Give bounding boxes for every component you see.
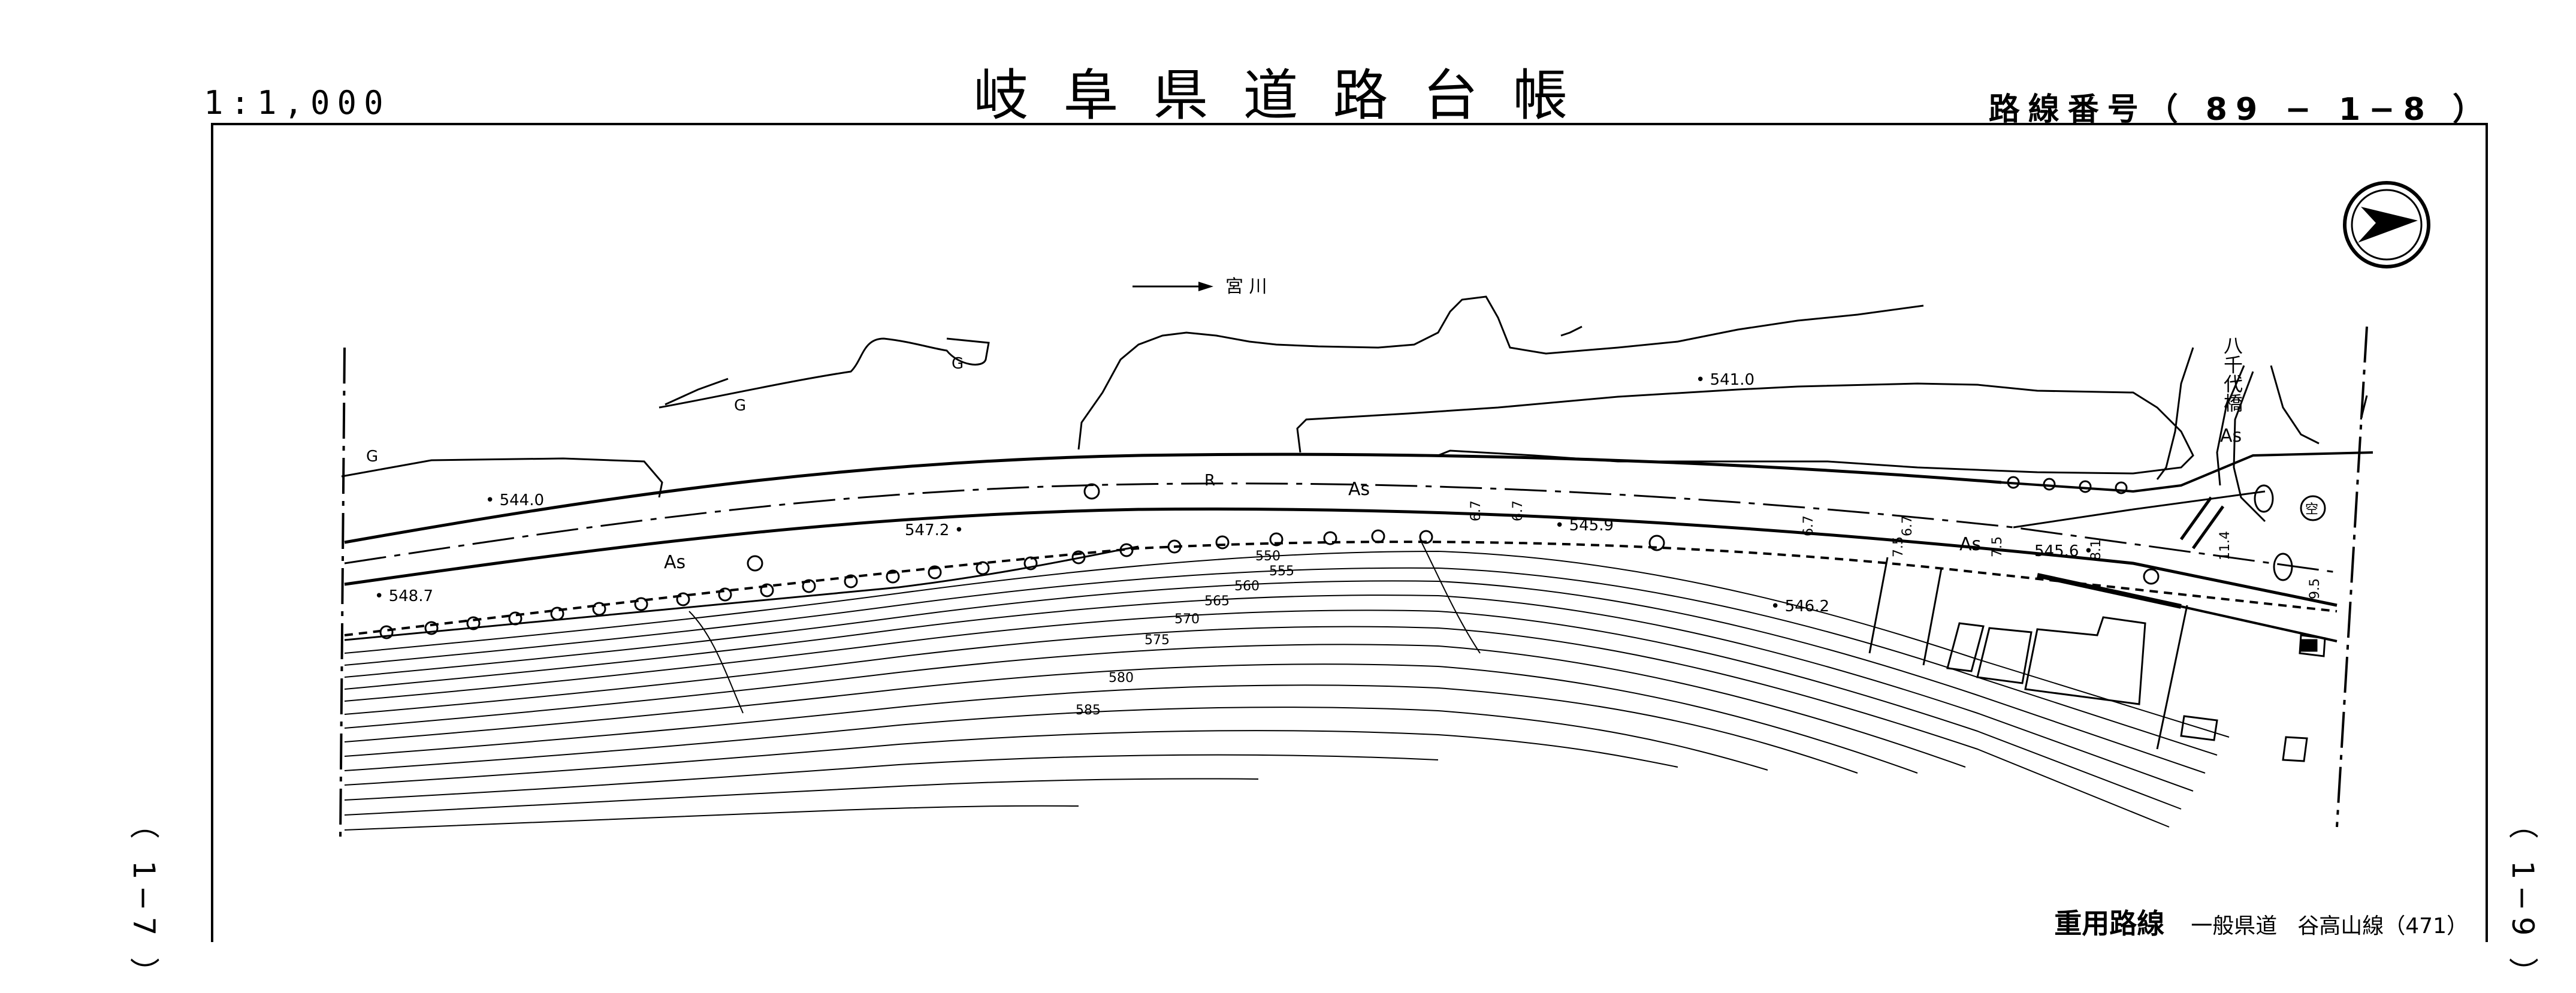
svg-text:6.7: 6.7 bbox=[1801, 515, 1816, 536]
bridge-symbol bbox=[2179, 496, 2225, 550]
roadside-hedge bbox=[379, 476, 2128, 639]
river-name: 宮 川 bbox=[1225, 276, 1267, 297]
svg-text:547.2 •: 547.2 • bbox=[905, 521, 964, 539]
svg-text:As: As bbox=[664, 552, 685, 573]
terrain-outlines bbox=[341, 295, 2368, 523]
svg-text:空: 空 bbox=[2305, 502, 2318, 517]
svg-text:G: G bbox=[366, 448, 378, 466]
river-flow-arrow bbox=[1133, 282, 1213, 291]
svg-text:As: As bbox=[1348, 479, 1370, 500]
overlap-road-name: 谷高山線（471） bbox=[2297, 914, 2468, 938]
svg-text:6.7: 6.7 bbox=[1900, 515, 1915, 536]
route-number: 路線番号（ 89 − 1−8 ） bbox=[1988, 92, 2492, 128]
svg-text:6.7: 6.7 bbox=[1469, 500, 1484, 521]
map-frame bbox=[211, 123, 2488, 942]
overlap-route-label: 重用路線 bbox=[2054, 907, 2165, 940]
map-title: 岐阜県道路台帳 bbox=[973, 64, 1603, 128]
svg-text:R: R bbox=[1204, 472, 1215, 490]
map-labels: G G G • 544.0 • 548.7 547.2 • • 545.9 • … bbox=[366, 336, 2323, 718]
svg-text:585: 585 bbox=[1076, 703, 1101, 718]
road-map-drawing: 宮 川 bbox=[339, 181, 2430, 840]
svg-text:560: 560 bbox=[1234, 579, 1260, 594]
svg-text:545.6 •: 545.6 • bbox=[2034, 542, 2093, 560]
map-symbols bbox=[747, 483, 2326, 652]
guard-rail-right bbox=[2037, 573, 2338, 642]
overlap-route-note: 重用路線 一般県道 谷高山線（471） bbox=[2054, 902, 2468, 941]
svg-text:575: 575 bbox=[1144, 633, 1170, 648]
scale-label: 1:1,000 bbox=[204, 84, 391, 122]
svg-text:570: 570 bbox=[1174, 612, 1200, 627]
svg-text:7.5: 7.5 bbox=[1990, 536, 2005, 557]
svg-text:• 545.9: • 545.9 bbox=[1555, 517, 1614, 535]
svg-text:G: G bbox=[952, 355, 964, 373]
svg-text:555: 555 bbox=[1269, 564, 1294, 579]
map-limit-lines bbox=[339, 326, 2368, 840]
svg-text:565: 565 bbox=[1204, 594, 1230, 609]
svg-text:• 546.2: • 546.2 bbox=[1771, 597, 1829, 615]
north-arrow-icon bbox=[2343, 181, 2430, 268]
svg-text:• 548.7: • 548.7 bbox=[375, 587, 433, 605]
svg-text:6.7: 6.7 bbox=[1511, 500, 1526, 521]
svg-text:9.5: 9.5 bbox=[2308, 578, 2323, 599]
svg-text:• 544.0: • 544.0 bbox=[485, 491, 544, 509]
svg-text:八千代橋: 八千代橋 bbox=[2221, 336, 2243, 412]
road-edges bbox=[344, 451, 2373, 641]
svg-text:580: 580 bbox=[1109, 671, 1134, 686]
svg-text:As: As bbox=[2220, 425, 2242, 446]
svg-text:G: G bbox=[734, 397, 746, 415]
svg-text:7.5: 7.5 bbox=[1891, 536, 1906, 557]
svg-text:• 541.0: • 541.0 bbox=[1696, 371, 1754, 389]
svg-text:As: As bbox=[1959, 534, 1981, 555]
slope-contours bbox=[344, 539, 2230, 831]
svg-text:11.4: 11.4 bbox=[2218, 531, 2233, 560]
overlap-road-class: 一般県道 bbox=[2191, 914, 2278, 938]
svg-text:550: 550 bbox=[1255, 549, 1281, 564]
svg-text:8.1: 8.1 bbox=[2089, 539, 2104, 560]
